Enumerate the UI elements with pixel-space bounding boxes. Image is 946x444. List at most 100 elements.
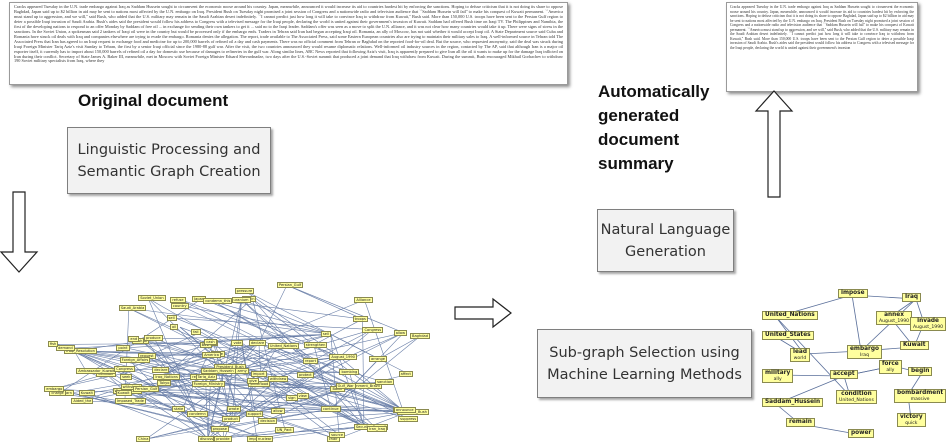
graph-node: condemn_this [203, 298, 233, 305]
summary-node-value: quick [905, 421, 918, 426]
graph-edge [74, 350, 337, 440]
graph-edge [306, 332, 404, 375]
graph-node: Aided_the [71, 398, 94, 405]
summary-node-value: massive [910, 397, 930, 402]
graph-node: protect [296, 371, 314, 378]
summary-node: United_Nations [762, 311, 818, 320]
summary-node-label: accept [833, 371, 855, 377]
graph-node: sanction [375, 379, 395, 386]
graph-edge [65, 334, 331, 349]
graph-node: Iraq_Nations [153, 374, 180, 381]
graph-edge [255, 356, 340, 415]
graph-node: Kuwait [115, 389, 132, 396]
graph-edge [147, 331, 202, 357]
graph-node: Iran_Iraq [367, 426, 387, 433]
graph-node: suppress [398, 415, 419, 422]
graph-edge [268, 411, 408, 422]
right-arrow [454, 297, 512, 329]
graph-node: sell [320, 331, 331, 338]
linguistic-processing-box: Linguistic Processing and Semantic Graph… [67, 127, 271, 194]
graph-edge [86, 370, 221, 430]
summary-node-value: ally [773, 377, 782, 382]
summary-node-value: Iraq [860, 353, 869, 358]
graph-edge [241, 299, 331, 335]
graph-node: Kuwait [78, 390, 95, 397]
graph-node: import [250, 371, 267, 378]
summary-node: remain [786, 418, 815, 427]
graph-node: decision [258, 418, 278, 425]
graph-edge [167, 342, 260, 384]
graph-node: Tokyo [157, 379, 172, 386]
graph-edge [362, 319, 365, 427]
summary-document-text: Cracks appeared Tuesday in the U.N. trad… [730, 5, 914, 50]
graph-edge [176, 318, 408, 413]
graph-edge [378, 336, 421, 360]
graph-node: declare [152, 367, 170, 374]
graph-node: UN_Pact [274, 426, 294, 433]
graph-edge [223, 385, 346, 440]
summary-node-label: begin [911, 368, 930, 374]
graph-node: propose [210, 425, 230, 432]
graph-node: continue [320, 405, 341, 412]
summary-node-label: United_States [765, 332, 811, 338]
graph-edge [258, 285, 288, 344]
graph-edge [129, 360, 209, 440]
graph-node: oil [170, 324, 179, 331]
graph-node: Foreign_Ministry [191, 380, 225, 387]
graph-edge [122, 391, 408, 413]
graph-edge [125, 392, 331, 410]
graph-node: fail [191, 329, 201, 336]
graph-node: fish [47, 341, 59, 348]
summary-node-label: impose [841, 290, 865, 296]
graph-edge [364, 299, 404, 411]
graph-edge [180, 299, 354, 387]
graph-edge [128, 307, 210, 346]
graph-node: China [136, 436, 151, 442]
summary-node-label: power [851, 430, 872, 436]
graph-node: source [329, 431, 346, 438]
summary-node-label: force [882, 361, 899, 367]
graph-node: Foreign_Affairs [119, 357, 151, 364]
graph-edge [241, 342, 365, 427]
graph-node: allow [393, 329, 408, 336]
graph-edge [205, 377, 209, 440]
graph-edge [146, 408, 332, 440]
graph-edge [74, 350, 222, 354]
graph-edge [241, 299, 378, 430]
summary-node-label: bombardment [897, 390, 944, 396]
graph-node: pressure [234, 287, 255, 294]
graph-node: declare [248, 340, 267, 347]
summary-edge [851, 294, 862, 352]
graph-edge [266, 426, 364, 440]
graph-node: Saudi_Arabia [118, 305, 147, 312]
graph-edge [202, 298, 331, 335]
summary-node: power [848, 429, 875, 438]
summary-node: accept [830, 370, 858, 379]
graph-node: army [235, 368, 249, 375]
graph-node: cash [204, 338, 217, 345]
graph-node: point [116, 344, 130, 351]
graph-node: withdraw [267, 376, 289, 383]
graph-node: allow [271, 408, 285, 415]
summary-node-label: Iraq [905, 294, 919, 300]
summary-node-label: embargo [850, 346, 880, 352]
summary-node-label: Kuwait [903, 342, 926, 348]
graph-edge [74, 350, 213, 356]
graph-edge [74, 350, 223, 440]
graph-edge [330, 336, 421, 410]
graph-edge [224, 334, 331, 367]
summary-node: Iraq [902, 293, 922, 302]
summary-node-value: August_1990 [913, 325, 944, 330]
graph-node: seek [120, 374, 133, 381]
summary-caption: Automatically generated document summary [598, 82, 710, 173]
up-arrow [754, 90, 794, 198]
graph-edge [145, 345, 279, 440]
summary-edge [775, 316, 851, 397]
graph-edge [286, 284, 363, 320]
summary-node-value: United_Nations [839, 398, 874, 403]
graph-edge [74, 350, 314, 361]
